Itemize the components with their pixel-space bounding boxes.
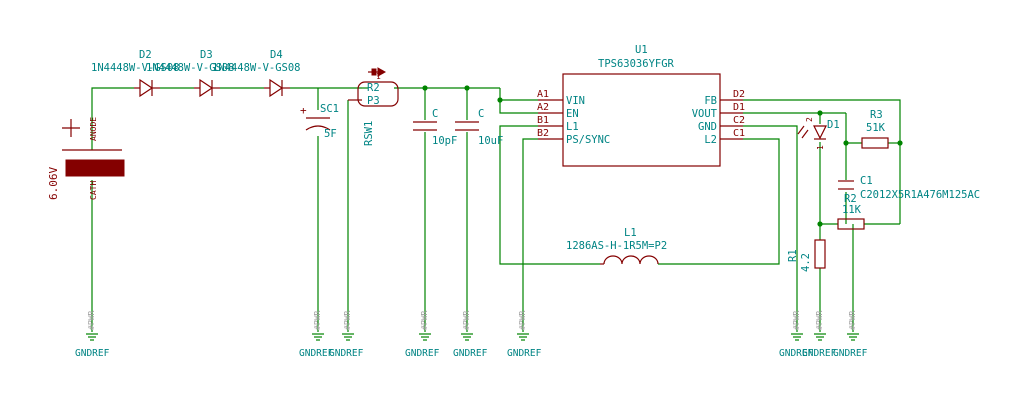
- diode-d2-ref: D2: [139, 49, 152, 61]
- ground-battery-small: #PWR: [87, 311, 96, 330]
- resistor-r2-ref: R2: [844, 193, 857, 205]
- ic-pin-a1-num: A1: [537, 89, 549, 100]
- supercap-value: 5F: [324, 128, 337, 140]
- ic-pin-b1-num: B1: [537, 115, 549, 126]
- ic-pin-d2-num: D2: [733, 89, 745, 100]
- ground-c1-label: GNDREF: [833, 348, 868, 359]
- ground-c1: #PWR GNDREF: [833, 311, 868, 359]
- ground-battery: #PWR GNDREF: [75, 311, 110, 359]
- resistor-r1-ref: R1: [787, 249, 799, 262]
- capacitor-10pf-ref: C: [432, 108, 438, 120]
- supercap-sc1[interactable]: + SC1 5F: [300, 103, 339, 140]
- ground-cap-10pf: #PWR GNDREF: [405, 311, 440, 359]
- battery-anode-label: ANODE: [89, 117, 98, 141]
- switch-pin3: P3: [367, 95, 380, 107]
- inductor-ref: L1: [624, 227, 637, 239]
- diode-d2[interactable]: D2 1N4448W-V-GS08: [91, 49, 180, 98]
- diode-d2-value: 1N4448W-V-GS08: [91, 62, 180, 74]
- ic-pin-gnd-name: GND: [698, 121, 717, 133]
- junctions: [422, 85, 903, 227]
- wires: [91, 87, 901, 332]
- ground-r1-small: #PWR: [815, 311, 824, 330]
- ground-r1-label: GNDREF: [802, 348, 837, 359]
- ic-pin-vout-name: VOUT: [692, 108, 718, 120]
- capacitor-c1-ref: C1: [860, 175, 873, 187]
- led-pin2: 2: [805, 117, 814, 122]
- ground-ps-sync-label: GNDREF: [507, 348, 542, 359]
- ground-switch: #PWR GNDREF: [329, 311, 364, 359]
- resistor-r3[interactable]: R3 51K: [861, 109, 889, 149]
- diode-d3-ref: D3: [200, 49, 213, 61]
- ground-cap-10pf-label: GNDREF: [405, 348, 440, 359]
- ground-supercap-label: GNDREF: [299, 348, 334, 359]
- ic-pin-en-name: EN: [566, 108, 579, 120]
- capacitor-c1[interactable]: C1 C2012X5R1A476M125AC: [838, 175, 980, 201]
- diode-d4[interactable]: D4 1N4448W-V-GS08: [212, 49, 301, 98]
- resistor-r3-value: 51K: [866, 122, 886, 134]
- ground-symbols: #PWR GNDREF #PWR GNDREF #PWR GNDREF #PWR…: [75, 311, 868, 359]
- diode-d4-ref: D4: [270, 49, 283, 61]
- switch-ref: RSW1: [363, 121, 375, 146]
- ground-cap-10pf-small: #PWR: [420, 311, 429, 330]
- ground-supercap: #PWR GNDREF: [299, 311, 334, 359]
- ground-ic-gnd-label: GNDREF: [779, 348, 814, 359]
- ground-switch-small: #PWR: [343, 311, 352, 330]
- led-pin1: 1: [816, 145, 825, 150]
- ic-pin-c2-num: C2: [733, 115, 745, 126]
- capacitor-10pf-value: 10pF: [432, 135, 457, 147]
- diode-d4-value: 1N4448W-V-GS08: [212, 62, 301, 74]
- ic-pin-ps-name: PS/SYNC: [566, 134, 610, 146]
- ground-cap-10uf-small: #PWR: [462, 311, 471, 330]
- ic-pin-c1-num: C1: [733, 128, 745, 139]
- ground-ps-sync-small: #PWR: [518, 311, 527, 330]
- diode-d3[interactable]: D3 1N4448W-V-GS08: [146, 49, 235, 98]
- supercap-ref: SC1: [320, 103, 339, 115]
- ic-pin-a2-num: A2: [537, 102, 549, 113]
- ic-pin-vin-name: VIN: [566, 95, 585, 107]
- capacitor-10uf-ref: C: [478, 108, 484, 120]
- capacitor-c1-value: C2012X5R1A476M125AC: [860, 189, 980, 201]
- ground-battery-label: GNDREF: [75, 348, 110, 359]
- ic-pin-b2-num: B2: [537, 128, 549, 139]
- resistor-r3-ref: R3: [870, 109, 883, 121]
- ic-u1[interactable]: U1 TPS63036YFGR A1 A2 B1 B2 VIN EN L1 PS…: [537, 44, 745, 167]
- ground-ic-gnd: #PWR GNDREF: [779, 311, 814, 359]
- supercap-plus: +: [300, 104, 307, 117]
- switch-rsw1[interactable]: 1 R2 P3 RSW1: [348, 67, 399, 146]
- diode-d3-value: 1N4448W-V-GS08: [146, 62, 235, 74]
- led-ref: D1: [827, 119, 840, 131]
- resistor-r2[interactable]: R2 11K: [837, 193, 865, 230]
- ic-pin-l1-name: L1: [566, 121, 579, 133]
- ground-supercap-small: #PWR: [313, 311, 322, 330]
- ground-c1-small: #PWR: [848, 311, 857, 330]
- battery[interactable]: ANODE CATH 6.06V: [47, 117, 125, 200]
- resistor-r1-value: 4.2: [800, 253, 812, 272]
- capacitor-10uf-value: 10uF: [478, 135, 503, 147]
- switch-pin2: R2: [367, 82, 380, 94]
- ground-cap-10uf-label: GNDREF: [453, 348, 488, 359]
- capacitor-10pf[interactable]: C 10pF: [413, 108, 457, 147]
- ground-ps-sync: #PWR GNDREF: [507, 311, 542, 359]
- resistor-r1[interactable]: R1 4.2: [787, 239, 826, 272]
- ground-switch-label: GNDREF: [329, 348, 364, 359]
- switch-pin1: 1: [376, 72, 381, 81]
- led-d1[interactable]: 2 1 D1: [797, 117, 840, 150]
- ic-pin-d1-num: D1: [733, 102, 745, 113]
- ground-r1: #PWR GNDREF: [802, 311, 837, 359]
- inductor-value: 1286AS-H-1R5M=P2: [566, 240, 667, 252]
- battery-voltage: 6.06V: [47, 167, 60, 200]
- ground-ic-gnd-small: #PWR: [792, 311, 801, 330]
- capacitor-10uf[interactable]: C 10uF: [455, 108, 503, 147]
- battery-cathode-label: CATH: [89, 181, 98, 200]
- ic-pin-l2-name: L2: [704, 134, 717, 146]
- ic-ref: U1: [635, 44, 648, 56]
- ic-pin-fb-name: FB: [704, 95, 717, 107]
- inductor-l1[interactable]: L1 1286AS-H-1R5M=P2: [566, 227, 667, 265]
- resistor-r2-value: 11K: [842, 204, 862, 216]
- ic-value: TPS63036YFGR: [598, 58, 675, 70]
- ground-cap-10uf: #PWR GNDREF: [453, 311, 488, 359]
